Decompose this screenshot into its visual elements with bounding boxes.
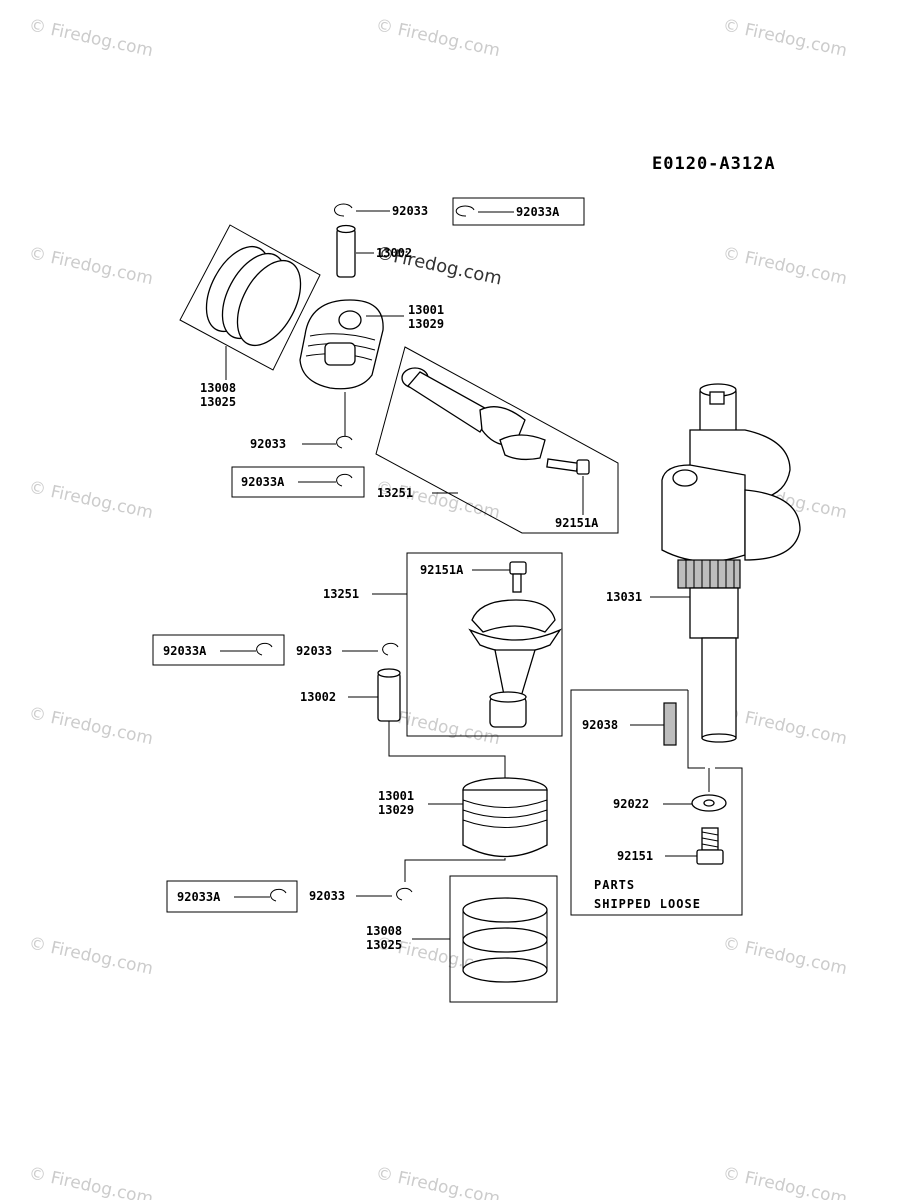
watermark: © Firedog.com xyxy=(721,15,849,61)
piston-top: 13001 13029 xyxy=(299,299,444,390)
parts-shipped-loose-box: 92038 92022 92151 PARTS SHIPPED LOOSE xyxy=(570,689,743,916)
note-parts: PARTS xyxy=(594,878,635,892)
snap-ring-lower: 92033 xyxy=(296,642,399,658)
label-92033A-top: 92033A xyxy=(516,205,560,219)
piston-pin-top: 13002 xyxy=(336,224,412,278)
watermark: © Firedog.com xyxy=(27,15,155,61)
label-13025-top: 13025 xyxy=(200,395,236,409)
watermark: © Firedog.com xyxy=(721,703,849,749)
label-13008-lower: 13008 xyxy=(366,924,402,938)
label-92022: 92022 xyxy=(613,797,649,811)
snap-ring-lower-alt-box: 92033A xyxy=(152,634,285,666)
label-13002-top: 13002 xyxy=(376,246,412,260)
label-92033-lower: 92033 xyxy=(296,644,332,658)
piston-pin-lower: 13002 xyxy=(300,668,506,780)
label-13002-lower: 13002 xyxy=(300,690,336,704)
watermark: © Firedog.com xyxy=(721,933,849,979)
label-92033A-mid: 92033A xyxy=(241,475,285,489)
snap-ring-bottom: 92033 xyxy=(309,887,413,903)
label-13001-top: 13001 xyxy=(408,303,444,317)
label-13008-top: 13008 xyxy=(200,381,236,395)
label-13031: 13031 xyxy=(606,590,642,604)
label-13251-top: 13251 xyxy=(377,486,413,500)
watermark: © Firedog.com xyxy=(27,703,155,749)
crankshaft: 13031 xyxy=(606,383,801,743)
note-shipped-loose: SHIPPED LOOSE xyxy=(594,897,701,911)
watermark: © Firedog.com xyxy=(721,243,849,289)
watermark: © Firedog.com xyxy=(27,1163,155,1200)
label-92151: 92151 xyxy=(617,849,653,863)
connecting-rod-top: 92151A 13251 xyxy=(375,346,619,534)
piston-lower: 13001 13029 xyxy=(378,777,548,882)
label-13025-lower: 13025 xyxy=(366,938,402,952)
snap-ring-mid: 92033 xyxy=(250,435,353,451)
watermark: © Firedog.com xyxy=(374,1163,502,1200)
piston-rings-lower: 13008 13025 xyxy=(366,875,558,1003)
label-13001-lower: 13001 xyxy=(378,789,414,803)
label-92033A-bottom: 92033A xyxy=(177,890,221,904)
label-92038: 92038 xyxy=(582,718,618,732)
label-92033-mid: 92033 xyxy=(250,437,286,451)
snap-ring-top-alt-box: 92033A xyxy=(452,197,585,226)
diagram-code: E0120-A312A xyxy=(652,154,776,174)
watermark: © Firedog.com xyxy=(27,477,155,523)
watermark: © Firedog.com xyxy=(27,933,155,979)
watermark: © Firedog.com xyxy=(721,1163,849,1200)
watermark: © Firedog.com xyxy=(27,243,155,289)
label-13029-top: 13029 xyxy=(408,317,444,331)
watermark: © Firedog.com xyxy=(374,477,502,523)
label-92033-top: 92033 xyxy=(392,204,428,218)
snap-ring-mid-alt-box: 92033A xyxy=(231,466,365,498)
connecting-rod-lower: 92151A 13251 xyxy=(323,552,563,737)
label-92033A-lower: 92033A xyxy=(163,644,207,658)
label-92151A-lower: 92151A xyxy=(420,563,464,577)
label-92033-bottom: 92033 xyxy=(309,889,345,903)
snap-ring-bottom-alt-box: 92033A xyxy=(166,880,298,913)
piston-rings-top: 13008 13025 xyxy=(179,224,321,409)
label-92151A-top: 92151A xyxy=(555,516,599,530)
snap-ring-top: 92033 xyxy=(334,203,428,218)
label-13251-lower: 13251 xyxy=(323,587,359,601)
label-13029-lower: 13029 xyxy=(378,803,414,817)
watermark: © Firedog.com xyxy=(374,15,502,61)
